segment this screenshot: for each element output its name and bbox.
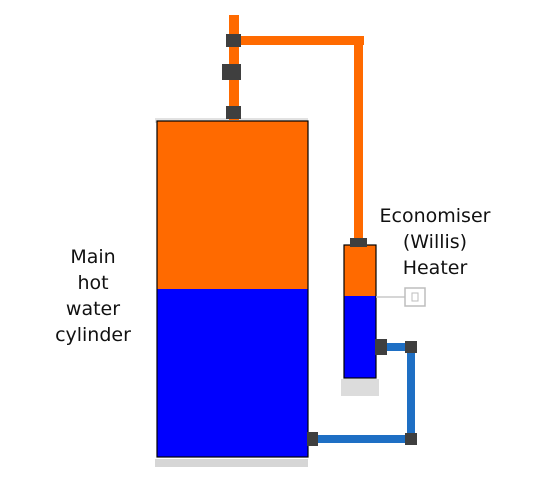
cold-feed-pipe-lower bbox=[314, 435, 415, 443]
economiser-cold-zone bbox=[344, 296, 376, 378]
main-cylinder-label-line-4: cylinder bbox=[55, 324, 131, 346]
cold-feed-pipe-vertical bbox=[407, 343, 415, 443]
main-cylinder-cold-zone bbox=[157, 289, 308, 457]
economiser-hot-zone bbox=[344, 245, 376, 296]
hot-return-pipe bbox=[354, 36, 363, 244]
hot-crossover-pipe bbox=[239, 36, 364, 45]
main-cylinder-base bbox=[155, 459, 308, 467]
pipe-fitting-economiser-side bbox=[375, 339, 387, 355]
economiser-label-line-1: Economiser bbox=[379, 205, 491, 227]
economiser-label-line-2: (Willis) bbox=[402, 231, 468, 253]
main-cylinder-label-line-3: water bbox=[65, 298, 121, 320]
main-cylinder-label: Main hot water cylinder bbox=[38, 244, 148, 348]
pipe-fitting-cylinder-top bbox=[226, 106, 241, 119]
switch-icon bbox=[404, 287, 426, 307]
main-cylinder-label-line-2: hot bbox=[77, 272, 109, 294]
main-cylinder-outline bbox=[156, 120, 309, 458]
economiser-label-line-3: Heater bbox=[402, 257, 468, 279]
pipe-elbow-lower bbox=[405, 433, 417, 445]
pipe-fitting-top bbox=[226, 34, 241, 47]
pipe-fitting-cylinder-bottom bbox=[307, 432, 318, 446]
economiser-label: Economiser (Willis) Heater bbox=[360, 203, 510, 281]
main-cylinder-hot-zone bbox=[157, 121, 308, 289]
economiser-base bbox=[341, 379, 379, 396]
main-cylinder-label-line-1: Main bbox=[70, 246, 116, 268]
pipe-elbow-upper bbox=[405, 341, 417, 353]
pipe-valve bbox=[222, 64, 241, 80]
cold-feed-pipe-upper bbox=[380, 343, 414, 351]
pipe-fitting-economiser-top bbox=[350, 238, 367, 247]
